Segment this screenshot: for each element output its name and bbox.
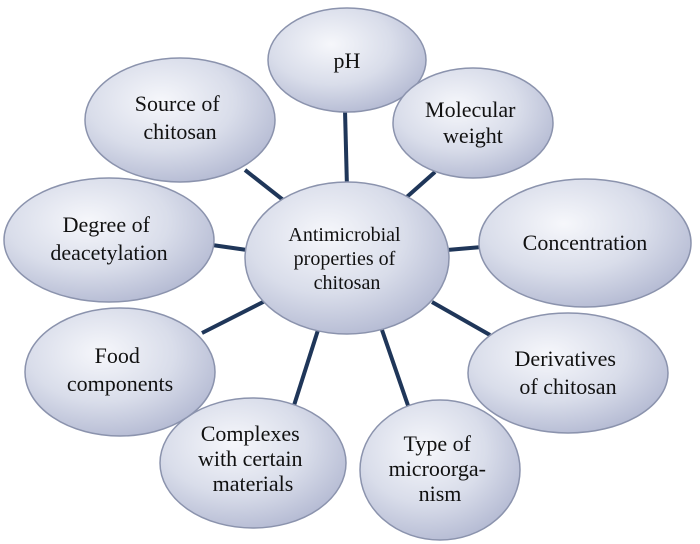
connector-food-components (201, 298, 268, 335)
node-complexes: Complexes with certain materials (159, 397, 347, 529)
node-ph: pH (267, 7, 427, 113)
node-derivatives-label: Derivatives of chitosan (515, 346, 622, 399)
node-complexes-label: Complexes with certain materials (198, 421, 308, 496)
center-node: Antimicrobial properties of chitosan (244, 181, 450, 335)
connector-deacetylation (211, 243, 248, 252)
node-derivatives: Derivatives of chitosan (467, 312, 669, 434)
connector-ph (343, 109, 349, 189)
node-source-label: Source of chitosan (135, 91, 225, 144)
node-source: Source of chitosan (84, 57, 276, 183)
node-concentration: Concentration (478, 178, 692, 308)
node-molecular-weight: Molecular weight (392, 67, 554, 179)
connector-derivatives (431, 300, 491, 337)
connector-source (243, 168, 289, 205)
node-deacetylation-label: Degree of deacetylation (50, 212, 167, 265)
node-concentration-label: Concentration (523, 230, 648, 255)
node-food-components: Food components (24, 307, 216, 437)
connector-complexes (288, 329, 320, 419)
node-food-components-label: Food components (67, 343, 173, 396)
node-microorganism: Type of microorga- nism (359, 399, 521, 541)
node-molecular-weight-label: Molecular weight (425, 97, 521, 148)
center-node-label: Antimicrobial properties of chitosan (288, 224, 405, 294)
node-microorganism-label: Type of microorga- nism (389, 431, 492, 506)
connector-concentration (446, 245, 483, 252)
node-deacetylation: Degree of deacetylation (3, 177, 215, 303)
node-ph-label: pH (334, 48, 361, 73)
